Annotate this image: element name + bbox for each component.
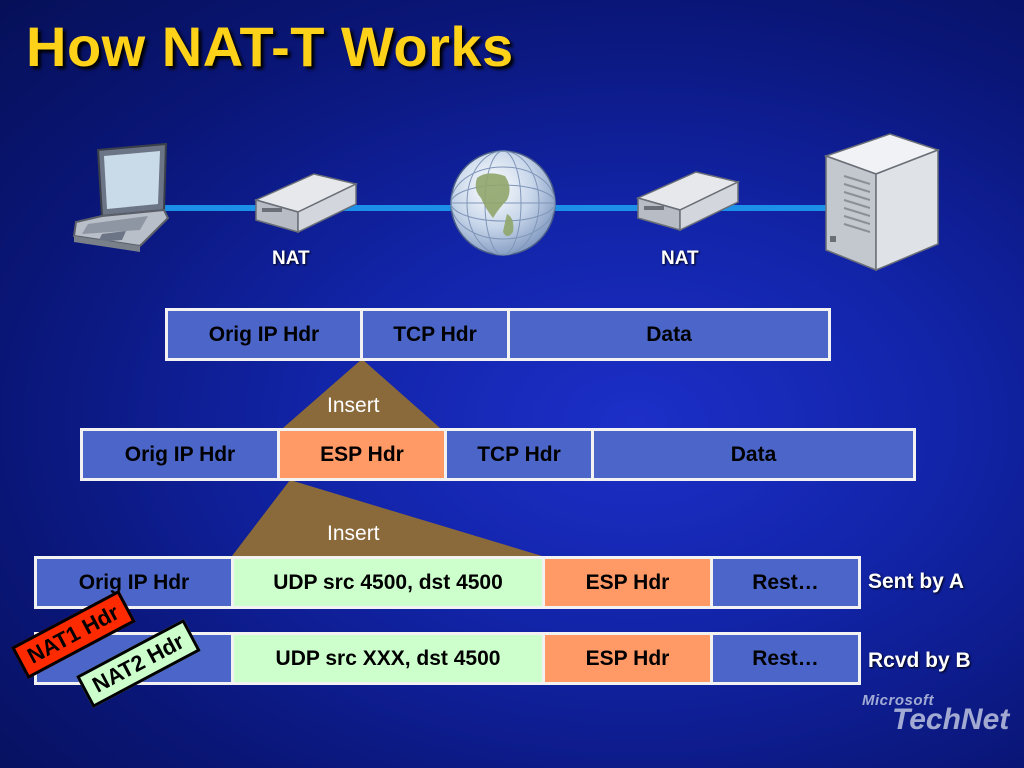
nat-left-label: NAT [272,248,310,269]
internet-globe-icon [450,150,556,256]
packet-sent: Orig IP Hdr UDP src 4500, dst 4500 ESP H… [34,556,861,609]
orig-ip-hdr-cell: Orig IP Hdr [168,311,363,358]
nat-right-label: NAT [661,248,699,269]
microsoft-technet-logo: Microsoft TechNet [862,692,1009,737]
rest-cell: Rest… [713,635,858,682]
logo-product: TechNet [892,703,1010,736]
insert-wedge-esp [283,359,440,428]
nat-router-left-icon [253,173,358,234]
data-cell: Data [510,311,828,358]
sent-by-a-label: Sent by A [868,570,965,593]
server-icon [823,133,941,272]
packet-original: Orig IP Hdr TCP Hdr Data [165,308,831,361]
rest-cell: Rest… [713,559,858,606]
rcvd-by-b-label: Rcvd by B [868,649,971,672]
esp-hdr-cell: ESP Hdr [545,559,713,606]
laptop-icon [72,142,170,252]
orig-ip-hdr-cell: Orig IP Hdr [83,431,280,478]
insert-label-2: Insert [327,522,380,545]
tcp-hdr-cell: TCP Hdr [363,311,510,358]
logo-company: Microsoft [862,692,934,709]
insert-wedge-udp [232,480,542,556]
orig-ip-hdr-cell: Orig IP Hdr [37,559,234,606]
udp-hdr-cell: UDP src 4500, dst 4500 [234,559,545,606]
esp-hdr-cell: ESP Hdr [545,635,713,682]
udp-hdr-cell: UDP src XXX, dst 4500 [234,635,545,682]
slide-title: How NAT-T Works [26,15,514,78]
tcp-hdr-cell: TCP Hdr [447,431,594,478]
insert-label-1: Insert [327,394,380,417]
packet-esp: Orig IP Hdr ESP Hdr TCP Hdr Data [80,428,916,481]
nat-router-right-icon [635,171,740,232]
data-cell: Data [594,431,913,478]
esp-hdr-cell: ESP Hdr [280,431,447,478]
